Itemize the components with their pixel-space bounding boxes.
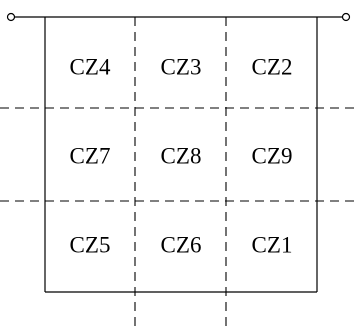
zone-label-cz4: CZ4 xyxy=(69,54,111,80)
zone-label-cz9: CZ9 xyxy=(251,143,293,169)
zone-label-cz1: CZ1 xyxy=(251,232,293,258)
zone-label-cz8: CZ8 xyxy=(160,143,202,169)
left-end-marker xyxy=(6,12,16,22)
zone-label-cz7: CZ7 xyxy=(69,143,111,169)
zone-label-cz5: CZ5 xyxy=(69,232,111,258)
right-end-marker xyxy=(341,12,351,22)
zone-label-cz3: CZ3 xyxy=(160,54,202,80)
zone-label-cz6: CZ6 xyxy=(160,232,202,258)
zone-label-cz2: CZ2 xyxy=(251,54,293,80)
